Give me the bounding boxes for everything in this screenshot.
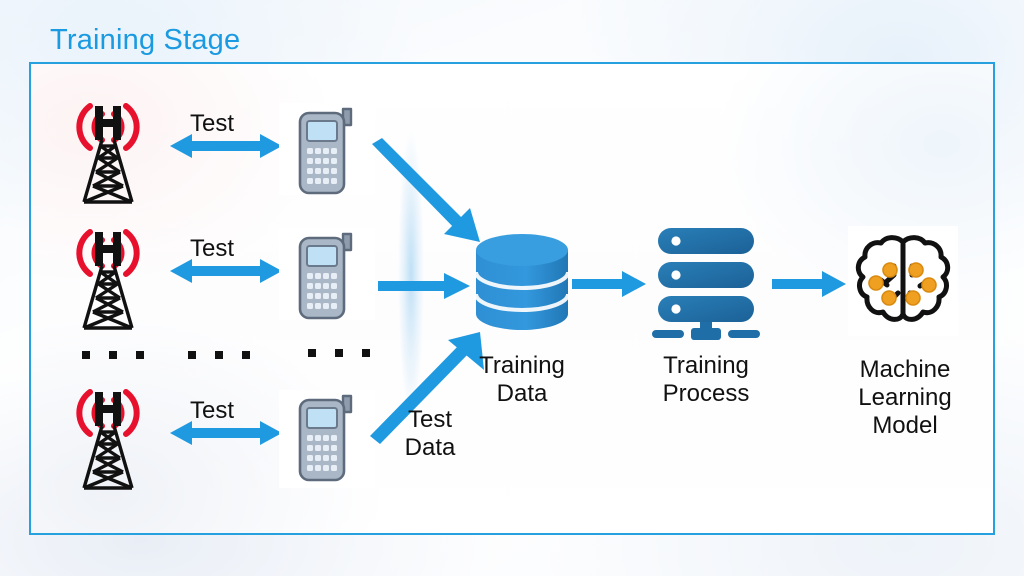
- cell-tower-icon: [58, 96, 158, 204]
- test-data-label: Test Data: [404, 406, 456, 461]
- ellipsis-link-column: [188, 351, 250, 359]
- cell-tower-icon: [58, 382, 158, 490]
- server-icon: [650, 222, 762, 340]
- horizontal-arrow-icon: [572, 270, 646, 298]
- page-title: Training Stage: [50, 24, 241, 56]
- diagonal-arrow-up-icon: [368, 322, 488, 444]
- cell-tower-icon: [58, 222, 158, 330]
- training-process-label: Training Process: [662, 352, 750, 407]
- mobile-phone-icon: [296, 392, 360, 482]
- link-label-row-3: Test: [190, 397, 235, 424]
- brain-icon: [850, 228, 956, 334]
- mobile-phone-icon: [296, 230, 360, 320]
- training-data-label: Training Data: [479, 352, 565, 407]
- horizontal-arrow-icon: [378, 272, 470, 300]
- ellipsis-phone-column: [308, 349, 370, 357]
- double-arrow-icon: [170, 257, 282, 285]
- link-label-row-2: Test: [190, 235, 235, 262]
- machine-learning-model-label: Machine Learning Model: [858, 356, 952, 439]
- database-icon: [470, 232, 574, 332]
- double-arrow-icon: [170, 132, 282, 160]
- mobile-phone-icon: [296, 105, 360, 195]
- double-arrow-icon: [170, 419, 282, 447]
- ellipsis-tower-column: [82, 351, 144, 359]
- horizontal-arrow-icon: [772, 270, 846, 298]
- diagonal-arrow-down-icon: [370, 138, 492, 248]
- link-label-row-1: Test: [190, 110, 235, 137]
